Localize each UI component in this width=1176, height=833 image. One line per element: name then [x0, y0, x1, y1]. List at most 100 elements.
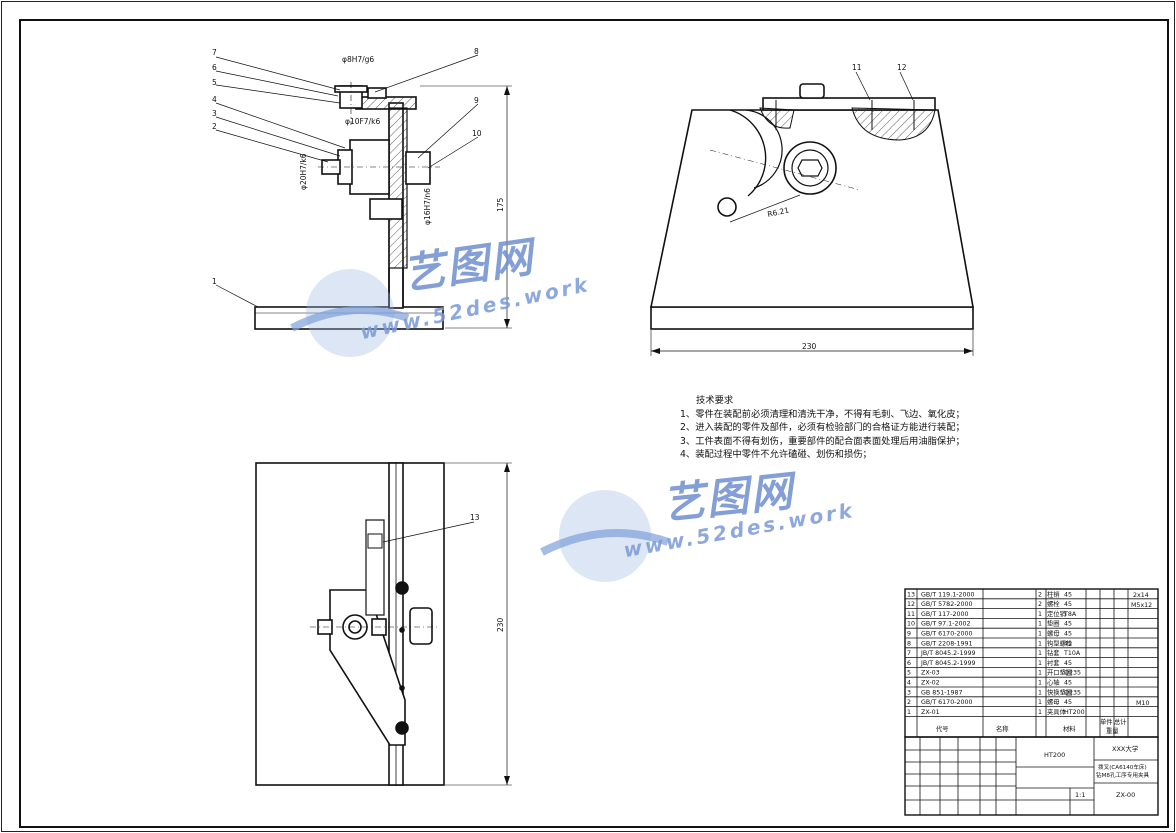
bom-cell-qty: 2	[1038, 591, 1042, 598]
title-scale: 1:1	[1075, 791, 1085, 799]
bom-cell-code: ZX-02	[921, 680, 940, 687]
side-top-bar	[762, 97, 936, 111]
bom-cell-code: GB/T 97.1-2002	[921, 621, 971, 628]
title-drawing-title-2: 钻M8孔工序专用夹具	[1096, 771, 1150, 779]
bom-cell-qty: 1	[1038, 621, 1042, 628]
tech-req-item-4: 4、装配过程中零件不允许磕碰、划伤和损伤；	[680, 449, 872, 460]
watermark-globe-1	[290, 269, 410, 357]
mandrel-body	[349, 139, 390, 195]
dim-fit-top: φ8H7/g6	[342, 55, 374, 64]
top-view-labels: 13 230	[470, 513, 505, 632]
technical-requirements: 技术要求 1、零件在装配前必须清理和清洗干净，不得有毛刺、飞边、氧化皮； 2、进…	[680, 394, 1010, 462]
bom-cell-code: GB/T 5782-2000	[921, 601, 973, 608]
bom-header-weight: 重量	[1106, 727, 1119, 735]
bom-cell-name: 钩型螺栓	[1047, 638, 1073, 647]
dim-fit-left: φ20H7/k6	[299, 153, 308, 190]
bom-header-name: 名称	[996, 724, 1009, 733]
bom-cell-name: 衬套	[1047, 658, 1060, 667]
bom-side-note-1: 2x14	[1133, 592, 1149, 599]
bom-cell-qty: 1	[1038, 650, 1042, 657]
bom-cell-code: GB/T 2208-1991	[921, 640, 973, 647]
bom-cell-no: 10	[907, 621, 915, 628]
bom-cell-mat: 45	[1064, 680, 1072, 687]
bom-cell-qty: 1	[1038, 631, 1042, 638]
sheet-inner-frame	[19, 19, 1169, 828]
dim-width-side: 230	[802, 342, 817, 351]
fork-arc	[729, 109, 767, 197]
balloon-5: 5	[212, 78, 217, 87]
bom-cell-mat: 45	[1064, 699, 1072, 706]
title-drawing-title-1: 拨叉(CA6140车床)	[1098, 763, 1147, 771]
balloon-8: 8	[474, 47, 479, 56]
balloon-3: 3	[212, 109, 217, 118]
bom-header-single: 单件	[1100, 717, 1113, 726]
bom-cell-mat: T8A	[1063, 611, 1077, 618]
bom-cell-qty: 1	[1038, 680, 1042, 687]
bom-cell-no: 4	[907, 680, 911, 687]
bom-cell-name: 螺母	[1047, 629, 1060, 638]
bom-header-total: 总计	[1114, 717, 1127, 726]
bom-cell-no: 13	[907, 591, 915, 598]
dim-fit-bottom: φ16H7/n6	[423, 188, 432, 225]
bom-cell-no: 12	[907, 601, 915, 608]
bom-cell-no: 3	[907, 689, 911, 696]
bom-cell-name: 柱销	[1047, 589, 1060, 598]
title-drawing-no: ZX-00	[1116, 791, 1135, 799]
bom-cell-mat: Q235	[1064, 689, 1081, 696]
bom-cell-name: 钻套	[1047, 648, 1060, 657]
bom-cell-code: GB/T 119.1-2000	[921, 591, 975, 598]
bom-cell-qty: 1	[1038, 689, 1042, 696]
bom-cell-code: GB/T 6170-2000	[921, 631, 973, 638]
bom-cell-name: 夹具体	[1047, 707, 1067, 716]
bom-cell-no: 5	[907, 670, 911, 677]
tech-req-item-3: 3、工件表面不得有划伤，重要部件的配合面表面处理后用油脂保护；	[680, 435, 965, 447]
side-view	[650, 71, 974, 356]
bom-cell-name: 快换垫圈	[1047, 687, 1072, 696]
bom-cell-code: JB/T 8045.2-1999	[920, 650, 975, 657]
bom-cell-name: 开口垫圈	[1047, 668, 1072, 677]
bom-cell-code: ZX-03	[921, 670, 940, 677]
tech-req-item-2: 2、进入装配的零件及部件，必须有检验部门的合格证方能进行装配；	[680, 422, 965, 433]
bom-cell-no: 1	[907, 709, 911, 716]
bom-cell-code: JB/T 8045.2-1999	[920, 660, 975, 667]
title-block	[904, 736, 1159, 816]
bom-cell-code: GB/T 6170-2000	[921, 699, 973, 706]
bom-cell-name: 心轴	[1047, 678, 1060, 687]
side-body	[650, 109, 974, 308]
bom-cell-qty: 1	[1038, 640, 1042, 647]
bom-cell-mat: 45	[1064, 660, 1072, 667]
bom-cell-no: 2	[907, 699, 911, 706]
tech-req-item-1: 1、零件在装配前必须清理和清洗干净，不得有毛刺、飞边、氧化皮；	[680, 408, 965, 420]
bom-cell-no: 6	[907, 660, 911, 667]
balloon-7: 7	[212, 48, 217, 57]
bom-cell-no: 8	[907, 640, 911, 647]
bom-cell-mat: HT200	[1064, 709, 1085, 716]
bom-cell-qty: 1	[1038, 670, 1042, 677]
bom-cell-mat: 45	[1064, 640, 1072, 647]
balloon-10: 10	[472, 129, 482, 138]
title-school: XXX大学	[1112, 744, 1139, 753]
dim-height-top: 230	[496, 617, 505, 632]
bom-cell-mat: T10A	[1063, 650, 1081, 657]
bom-cell-name: 螺母	[1047, 697, 1060, 706]
bom-cell-qty: 1	[1038, 699, 1042, 706]
top-arm	[355, 96, 417, 110]
bom-header-mat: 材料	[1063, 724, 1076, 733]
title-material: HT200	[1044, 751, 1065, 759]
front-view-labels: φ8H7/g6 φ10F7/k6 φ20H7/k6 φ16H7/n6 175 7…	[212, 47, 505, 286]
bom-cell-no: 7	[907, 650, 911, 657]
locating-pin	[369, 198, 403, 220]
bom-side-note-2: M5x12	[1131, 602, 1152, 609]
bom-cell-code: ZX-01	[921, 709, 940, 716]
bom-cell-qty: 2	[1038, 601, 1042, 608]
balloon-13: 13	[470, 513, 480, 522]
top-view	[255, 462, 512, 786]
bom-cell-mat: 45	[1064, 591, 1072, 598]
balloon-9: 9	[474, 96, 479, 105]
bom-cell-code: GB/T 117-2000	[921, 611, 969, 618]
bom-cell-name: 螺栓	[1047, 599, 1060, 608]
side-base	[650, 306, 974, 330]
bom-cell-code: GB 851-1987	[921, 689, 963, 696]
